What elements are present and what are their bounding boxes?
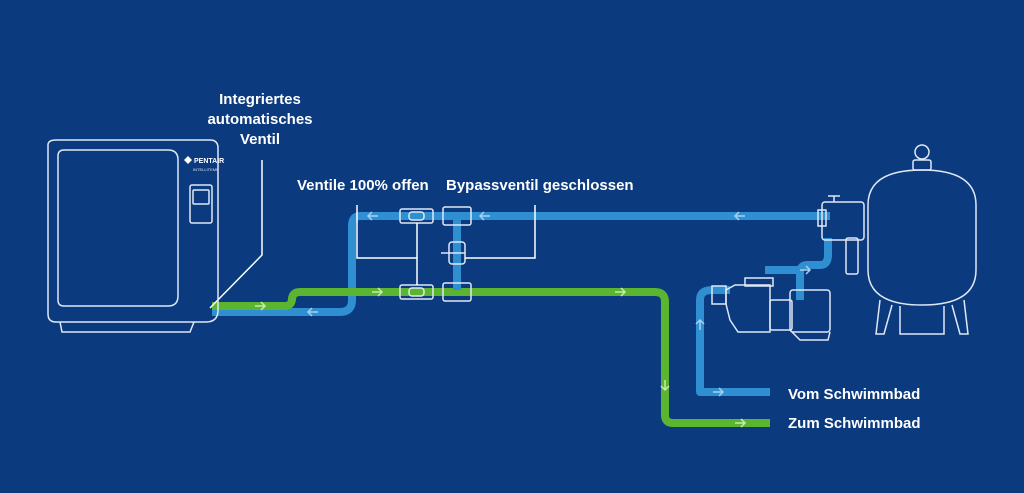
callout-bypass <box>465 205 536 259</box>
label-to-pool: Zum Schwimmbad <box>788 415 921 432</box>
label-from-pool: Vom Schwimmbad <box>788 386 921 403</box>
brand-name: PENTAIR <box>194 158 224 165</box>
callout-valves-open <box>356 205 418 285</box>
label-integrated-valve-line2: automatisches <box>207 111 313 128</box>
return-pipe <box>696 286 770 396</box>
label-integrated-valve: Integriertes automatisches Ventil <box>185 90 335 150</box>
pentair-logo-icon <box>184 156 192 164</box>
flow-arrow-icon <box>306 211 812 397</box>
label-integrated-valve-line3: Ventil <box>239 131 280 148</box>
return-pipe-main <box>212 212 830 316</box>
sand-filter <box>817 144 977 335</box>
supply-pipe <box>212 288 770 427</box>
pool-pump <box>711 277 831 341</box>
bypass-valve <box>441 206 472 302</box>
label-valves-open: Ventile 100% offen <box>297 177 429 194</box>
return-pipe-filter <box>796 238 832 300</box>
flow-arrow-icon <box>255 287 747 428</box>
heat-pump <box>47 139 219 333</box>
brand-model: INTELLITEMP <box>193 167 219 172</box>
callout-integrated-valve <box>209 160 263 309</box>
label-integrated-valve-line1: Integriertes <box>219 91 301 108</box>
label-bypass-closed: Bypassventil geschlossen <box>446 177 634 194</box>
